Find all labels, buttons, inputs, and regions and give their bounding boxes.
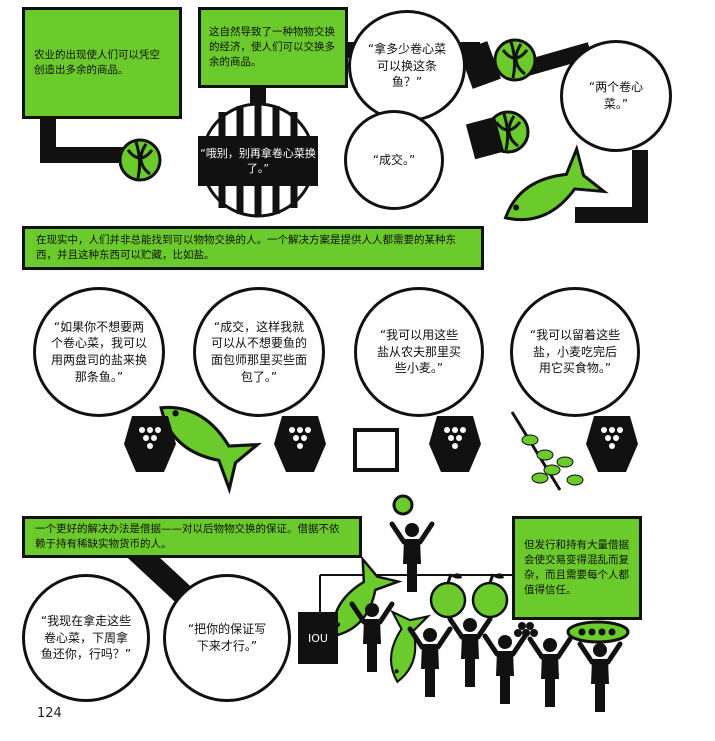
cabbage-icon (118, 138, 162, 182)
bubble-keep-salt: “我可以留着这些盐，小麦吃完后用它买食物。” (510, 287, 640, 417)
bubble-no-cabbage: “哦别，别再拿卷心菜换了。” (200, 147, 316, 175)
caption-trust: 但发行和持有大量借据会使交易变得混乱而复杂，而且需要每个人都值得信任。 (512, 516, 642, 620)
bubble-write-it: “把你的保证写下来才行。” (163, 574, 291, 702)
person-icon (530, 638, 570, 707)
apple-icon (429, 571, 467, 619)
bubble-two-cabbages: “两个卷心菜。” (560, 40, 672, 152)
caption-salt: 在现实中，人们并非总能找到可以物物交换的人。一个解决方案是提供人人都需要的某种东… (22, 226, 484, 270)
peas-icon (566, 620, 630, 644)
caption-agriculture: 农业的出现使人们可以凭空创造出多余的商品。 (22, 7, 182, 119)
apple-icon (471, 571, 509, 619)
hand-icon (429, 416, 481, 472)
salt-icon (514, 622, 538, 637)
person-icon (410, 628, 450, 697)
hand-icon (274, 416, 326, 472)
hand-icon (586, 416, 638, 472)
bubble-take-now: “我现在拿走这些卷心菜，下周拿鱼还你，行吗？” (22, 574, 150, 702)
bubble-deal: “成交。” (344, 110, 444, 210)
iou-note: IOU (298, 612, 338, 664)
bubble-salt-offer: “如果你不想要两个卷心菜，我可以用两盘司的盐来换那条鱼。” (33, 287, 165, 417)
bubble-deal-baker: “成交，这样我就可以从不想要鱼的面包师那里买些面包了。” (193, 287, 325, 417)
bubble-how-many: “拿多少卷心菜可以换这条鱼？” (348, 10, 466, 122)
person-icon (580, 643, 620, 712)
person-icon (352, 603, 392, 672)
caption-barter-economy: 这自然导致了一种物物交换的经济，使人们可以交换多余的商品。 (198, 7, 348, 88)
fish-icon (492, 146, 606, 243)
bread-icon (353, 428, 399, 472)
wheat-icon (510, 411, 584, 491)
person-icon (450, 618, 490, 687)
bubble-buy-wheat: “我可以用这些盐从农夫那里买些小麦。” (354, 287, 484, 417)
page-number: 124 (37, 706, 62, 721)
caption-credit: 一个更好的解决办法是借据——对以后物物交换的保证。借据不依赖于持有稀缺实物货币的… (22, 516, 362, 558)
cabbage-icon (493, 38, 537, 82)
person-icon (485, 635, 525, 704)
hand-icon (124, 416, 176, 472)
